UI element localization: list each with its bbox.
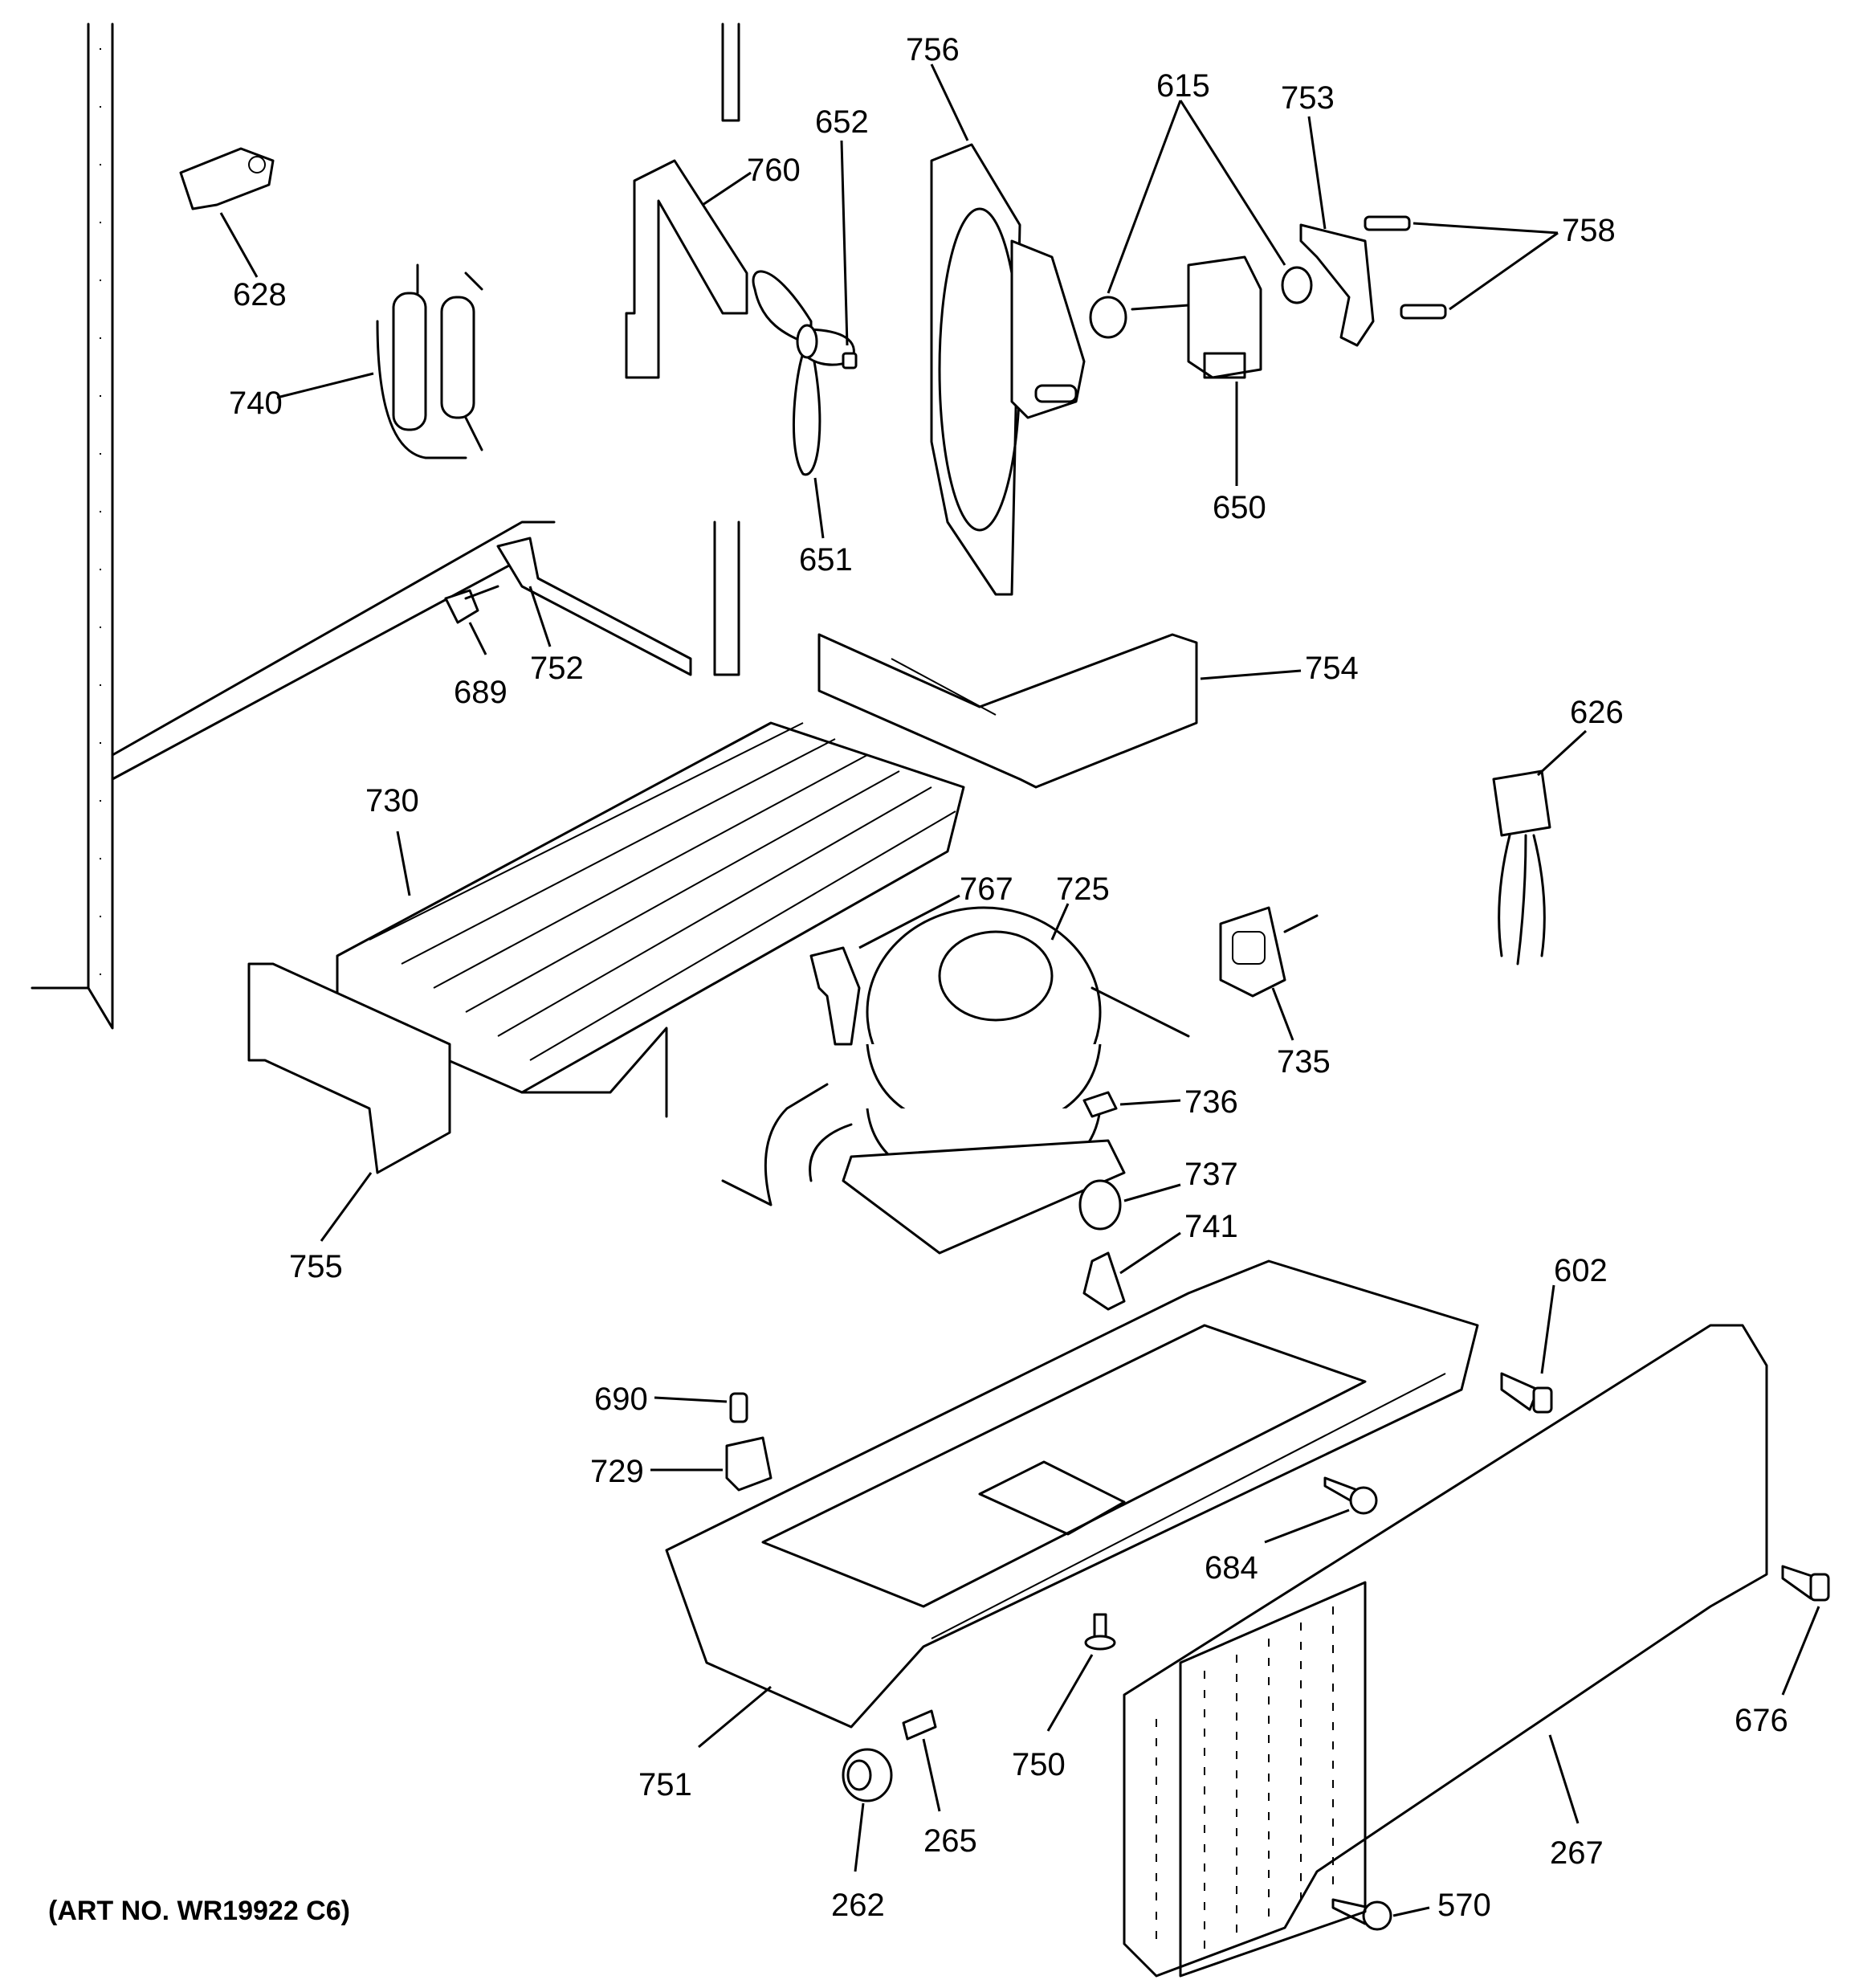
- drier-740: [376, 263, 483, 459]
- screw-602: [1500, 1372, 1553, 1414]
- callout-750: 750: [1012, 1747, 1066, 1782]
- callout-602: 602: [1554, 1253, 1608, 1288]
- screw-689: [444, 585, 499, 624]
- relay-735: [1219, 906, 1319, 998]
- bracket-752: [496, 537, 692, 676]
- cabinet-side-wall: [31, 22, 740, 1030]
- callout-760: 760: [747, 153, 801, 188]
- callout-735: 735: [1277, 1044, 1331, 1080]
- clip-767: [809, 946, 861, 1046]
- screw-684: [1323, 1476, 1378, 1515]
- callout-676: 676: [1735, 1703, 1788, 1738]
- roller-262: [842, 1748, 893, 1802]
- callout-265: 265: [923, 1823, 977, 1859]
- callout-650: 650: [1213, 490, 1266, 525]
- compressor-725: [721, 906, 1190, 1255]
- base-pan-751: [665, 1259, 1479, 1729]
- callout-570: 570: [1437, 1888, 1491, 1923]
- screw-676: [1781, 1565, 1830, 1602]
- callout-730: 730: [365, 783, 419, 818]
- callout-754: 754: [1305, 651, 1359, 686]
- callout-267: 267: [1550, 1835, 1604, 1871]
- callout-labels: 628 740 760 652 756 615 753 758 651 650 …: [229, 32, 1788, 1923]
- callout-652: 652: [815, 104, 869, 140]
- screw-758-upper: [1364, 215, 1411, 231]
- pin-265: [902, 1709, 937, 1741]
- callout-740: 740: [229, 386, 283, 421]
- pin-750: [1084, 1613, 1116, 1651]
- art-number-label: (ART NO. WR19922 C6): [48, 1896, 350, 1926]
- condenser-730: [336, 721, 965, 1118]
- screw-690: [729, 1392, 748, 1423]
- callout-615: 615: [1156, 68, 1210, 104]
- leader-lines: [219, 63, 1820, 1917]
- callout-729: 729: [590, 1454, 644, 1489]
- callout-628: 628: [233, 277, 287, 312]
- mount-741: [1082, 1251, 1126, 1311]
- screw-570: [1331, 1898, 1392, 1931]
- callout-736: 736: [1184, 1084, 1238, 1120]
- callout-626: 626: [1570, 695, 1624, 730]
- callout-755: 755: [289, 1249, 343, 1284]
- fan-motor-650: [1089, 255, 1313, 379]
- callout-767: 767: [960, 872, 1013, 907]
- clip-736: [1082, 1091, 1118, 1118]
- harness-626: [1492, 769, 1551, 965]
- callout-737: 737: [1184, 1157, 1238, 1192]
- clip-628: [179, 147, 275, 210]
- bracket-729: [725, 1436, 773, 1492]
- callout-684: 684: [1205, 1550, 1258, 1586]
- grommet-737: [1078, 1179, 1122, 1231]
- screw-758-lower: [1400, 304, 1447, 320]
- callout-741: 741: [1184, 1209, 1238, 1244]
- callout-752: 752: [530, 651, 584, 686]
- rail-754: [817, 633, 1198, 789]
- callout-725: 725: [1056, 872, 1110, 907]
- callout-753: 753: [1281, 80, 1335, 116]
- callout-262: 262: [831, 1888, 885, 1923]
- callout-689: 689: [454, 675, 508, 710]
- callout-751: 751: [638, 1767, 692, 1802]
- callout-651: 651: [799, 542, 853, 578]
- access-cover-267: [1123, 1324, 1768, 1978]
- callout-758: 758: [1562, 213, 1616, 248]
- callout-690: 690: [594, 1382, 648, 1417]
- bracket-755: [247, 962, 451, 1174]
- fan-shroud-756: [930, 143, 1086, 596]
- bracket-753: [1299, 223, 1375, 347]
- nut-652: [842, 352, 858, 369]
- callout-756: 756: [906, 32, 960, 67]
- bracket-760: [625, 159, 748, 379]
- fan-blade-651: [752, 270, 855, 476]
